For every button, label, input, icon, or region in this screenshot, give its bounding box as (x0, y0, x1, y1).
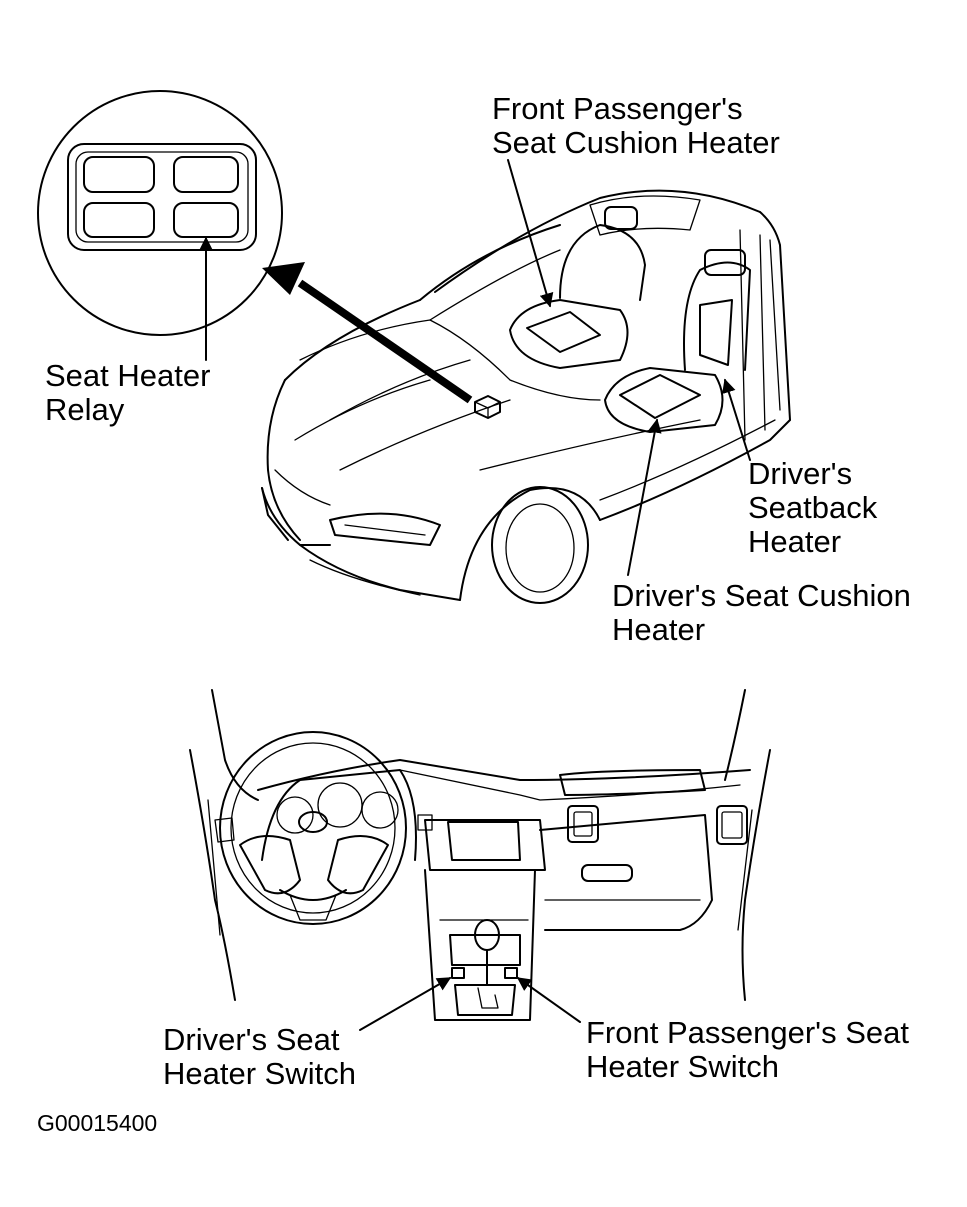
seatback-pointer (722, 378, 751, 461)
seatback-label-line1: Driver's (748, 456, 853, 491)
passenger-switch-pointer (516, 977, 581, 1023)
seatback-label: Driver's Seatback Heater (748, 457, 877, 559)
driver-switch-label: Driver's Seat Heater Switch (163, 1023, 356, 1091)
passenger-switch-label-line2: Heater Switch (586, 1049, 779, 1084)
driver-switch-label-line1: Driver's Seat (163, 1022, 340, 1057)
driver-cushion-label-line1: Driver's Seat Cushion (612, 578, 911, 613)
relay-pointer-arrow (262, 262, 473, 404)
passenger-switch-label-line1: Front Passenger's Seat (586, 1015, 909, 1050)
relay-label-line1: Seat Heater (45, 358, 211, 393)
driver-cushion-pointer (627, 418, 662, 576)
driver-switch-label-line2: Heater Switch (163, 1056, 356, 1091)
car-illustration (261, 189, 791, 604)
relay-label-line2: Relay (45, 392, 125, 427)
driver-switch-pointer (359, 977, 452, 1031)
passenger-cushion-label-line1: Front Passenger's (492, 91, 743, 126)
passenger-cushion-label: Front Passenger's Seat Cushion Heater (492, 92, 780, 160)
driver-cushion-label: Driver's Seat Cushion Heater (612, 579, 911, 647)
driver-cushion-label-line2: Heater (612, 612, 706, 647)
relay-on-car (474, 395, 501, 419)
seatback-label-line2: Seatback (748, 490, 878, 525)
passenger-cushion-pointer (507, 159, 554, 308)
dashboard-illustration (189, 689, 771, 1021)
relay-detail-circle (37, 90, 283, 336)
passenger-cushion-label-line2: Seat Cushion Heater (492, 125, 780, 160)
passenger-switch-label: Front Passenger's Seat Heater Switch (586, 1016, 909, 1084)
relay-label: Seat Heater Relay (45, 359, 210, 427)
figure-code: G00015400 (37, 1110, 158, 1136)
seatback-label-line3: Heater (748, 524, 842, 559)
